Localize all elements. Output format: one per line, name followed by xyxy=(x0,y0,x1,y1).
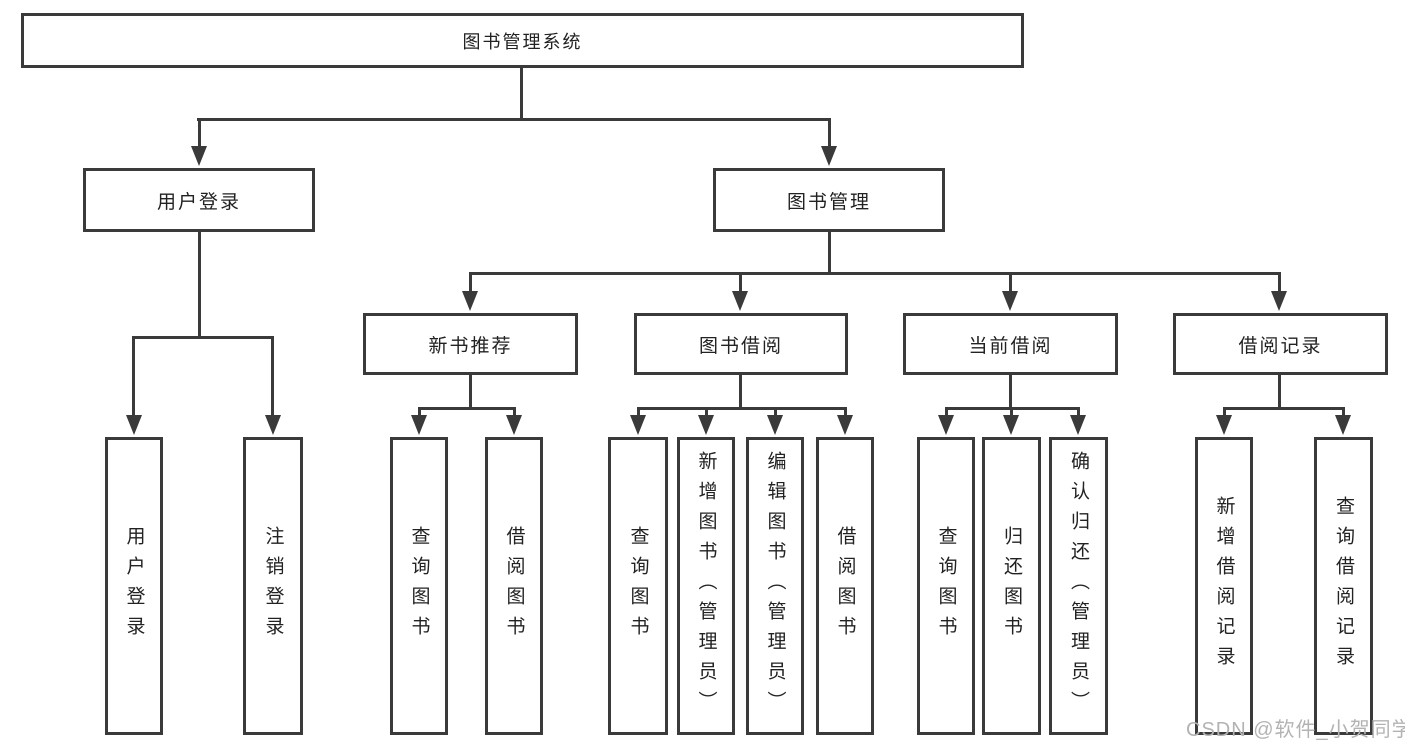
connector-line xyxy=(945,407,948,419)
connector-line xyxy=(844,407,847,419)
arrow-down-icon xyxy=(411,415,427,435)
leaf-label: 用户登录 xyxy=(123,526,145,646)
arrow-down-icon xyxy=(698,415,714,435)
node-label: 借阅记录 xyxy=(1238,335,1323,357)
arrow-down-icon xyxy=(821,146,837,166)
leaf-label: 查询图书 xyxy=(627,526,649,646)
leaf-label: 借阅图书 xyxy=(503,526,525,646)
connector-line xyxy=(1342,407,1345,419)
connector-line xyxy=(1009,272,1012,294)
node-label: 新书推荐 xyxy=(428,335,513,357)
leaf-query-books: 查询图书 xyxy=(917,437,975,735)
leaf-query-books: 查询图书 xyxy=(608,437,668,735)
connector-line xyxy=(469,375,472,410)
connector-line xyxy=(513,407,516,419)
connector-line xyxy=(637,407,847,410)
leaf-label: 查询图书 xyxy=(935,526,957,646)
connector-line xyxy=(637,407,640,419)
leaf-edit-books-admin: 编辑图书（管理员） xyxy=(746,437,804,735)
leaf-logout-login: 注销登录 xyxy=(243,437,303,735)
node-book-management: 图书管理 xyxy=(713,168,945,232)
node-user-login: 用户登录 xyxy=(83,168,315,232)
leaf-label: 借阅图书 xyxy=(834,526,856,646)
watermark: CSDN @软件_小贺同学 xyxy=(1186,719,1405,741)
connector-line xyxy=(418,407,516,410)
connector-line xyxy=(828,118,831,152)
arrow-down-icon xyxy=(1271,291,1287,311)
arrow-down-icon xyxy=(630,415,646,435)
leaf-label: 确认归还（管理员） xyxy=(1068,451,1089,721)
connector-line xyxy=(739,375,742,410)
leaf-label: 新增图书（管理员） xyxy=(695,451,717,721)
arrow-down-icon xyxy=(732,291,748,311)
arrow-down-icon xyxy=(462,291,478,311)
connector-line xyxy=(469,272,472,294)
leaf-add-books-admin: 新增图书（管理员） xyxy=(677,437,735,735)
node-label: 图书管理系统 xyxy=(462,31,583,52)
connector-line xyxy=(828,232,831,272)
connector-line xyxy=(132,336,135,417)
arrow-down-icon xyxy=(191,146,207,166)
leaf-query-books: 查询图书 xyxy=(390,437,448,735)
connector-line xyxy=(1223,407,1345,410)
arrow-down-icon xyxy=(837,415,853,435)
connector-line xyxy=(520,68,523,118)
node-new-book-recommend: 新书推荐 xyxy=(363,313,578,375)
connector-line xyxy=(198,232,201,336)
leaf-label: 新增借阅记录 xyxy=(1213,496,1235,676)
node-label: 当前借阅 xyxy=(968,335,1053,357)
leaf-user-login: 用户登录 xyxy=(105,437,163,735)
arrow-down-icon xyxy=(938,415,954,435)
leaf-confirm-return-admin: 确认归还（管理员） xyxy=(1049,437,1108,735)
arrow-down-icon xyxy=(506,415,522,435)
node-label: 图书管理 xyxy=(786,191,871,213)
connector-line xyxy=(1077,407,1080,419)
arrow-down-icon xyxy=(1002,291,1018,311)
leaf-label: 查询借阅记录 xyxy=(1333,496,1354,676)
node-current-borrow: 当前借阅 xyxy=(903,313,1118,375)
leaf-borrow-books: 借阅图书 xyxy=(816,437,874,735)
connector-line xyxy=(469,272,1281,275)
connector-line xyxy=(1009,375,1012,410)
arrow-down-icon xyxy=(1003,415,1019,435)
connector-line xyxy=(418,407,421,419)
leaf-return-books: 归还图书 xyxy=(982,437,1041,735)
connector-line xyxy=(132,336,273,339)
leaf-label: 注销登录 xyxy=(262,526,284,646)
arrow-down-icon xyxy=(1216,415,1232,435)
connector-line xyxy=(197,118,831,121)
leaf-label: 编辑图书（管理员） xyxy=(764,451,786,721)
connector-line xyxy=(739,272,742,294)
connector-line xyxy=(1010,407,1013,419)
connector-line xyxy=(705,407,708,419)
leaf-add-borrow-record: 新增借阅记录 xyxy=(1195,437,1253,735)
node-label: 图书借阅 xyxy=(698,335,783,357)
leaf-label: 归还图书 xyxy=(1001,526,1022,646)
leaf-label: 查询图书 xyxy=(408,526,430,646)
arrow-down-icon xyxy=(1070,415,1086,435)
node-label: 用户登录 xyxy=(156,191,241,213)
connector-line xyxy=(198,118,201,152)
connector-line xyxy=(1278,375,1281,410)
arrow-down-icon xyxy=(265,415,281,435)
node-book-borrow: 图书借阅 xyxy=(634,313,848,375)
connector-line xyxy=(774,407,777,419)
connector-line xyxy=(1223,407,1226,419)
node-library-management-system: 图书管理系统 xyxy=(21,13,1024,68)
node-borrow-records: 借阅记录 xyxy=(1173,313,1388,375)
connector-line xyxy=(271,336,274,417)
arrow-down-icon xyxy=(1335,415,1351,435)
leaf-query-borrow-record: 查询借阅记录 xyxy=(1314,437,1373,735)
connector-line xyxy=(1278,272,1281,294)
arrow-down-icon xyxy=(126,415,142,435)
arrow-down-icon xyxy=(767,415,783,435)
leaf-borrow-books: 借阅图书 xyxy=(485,437,543,735)
